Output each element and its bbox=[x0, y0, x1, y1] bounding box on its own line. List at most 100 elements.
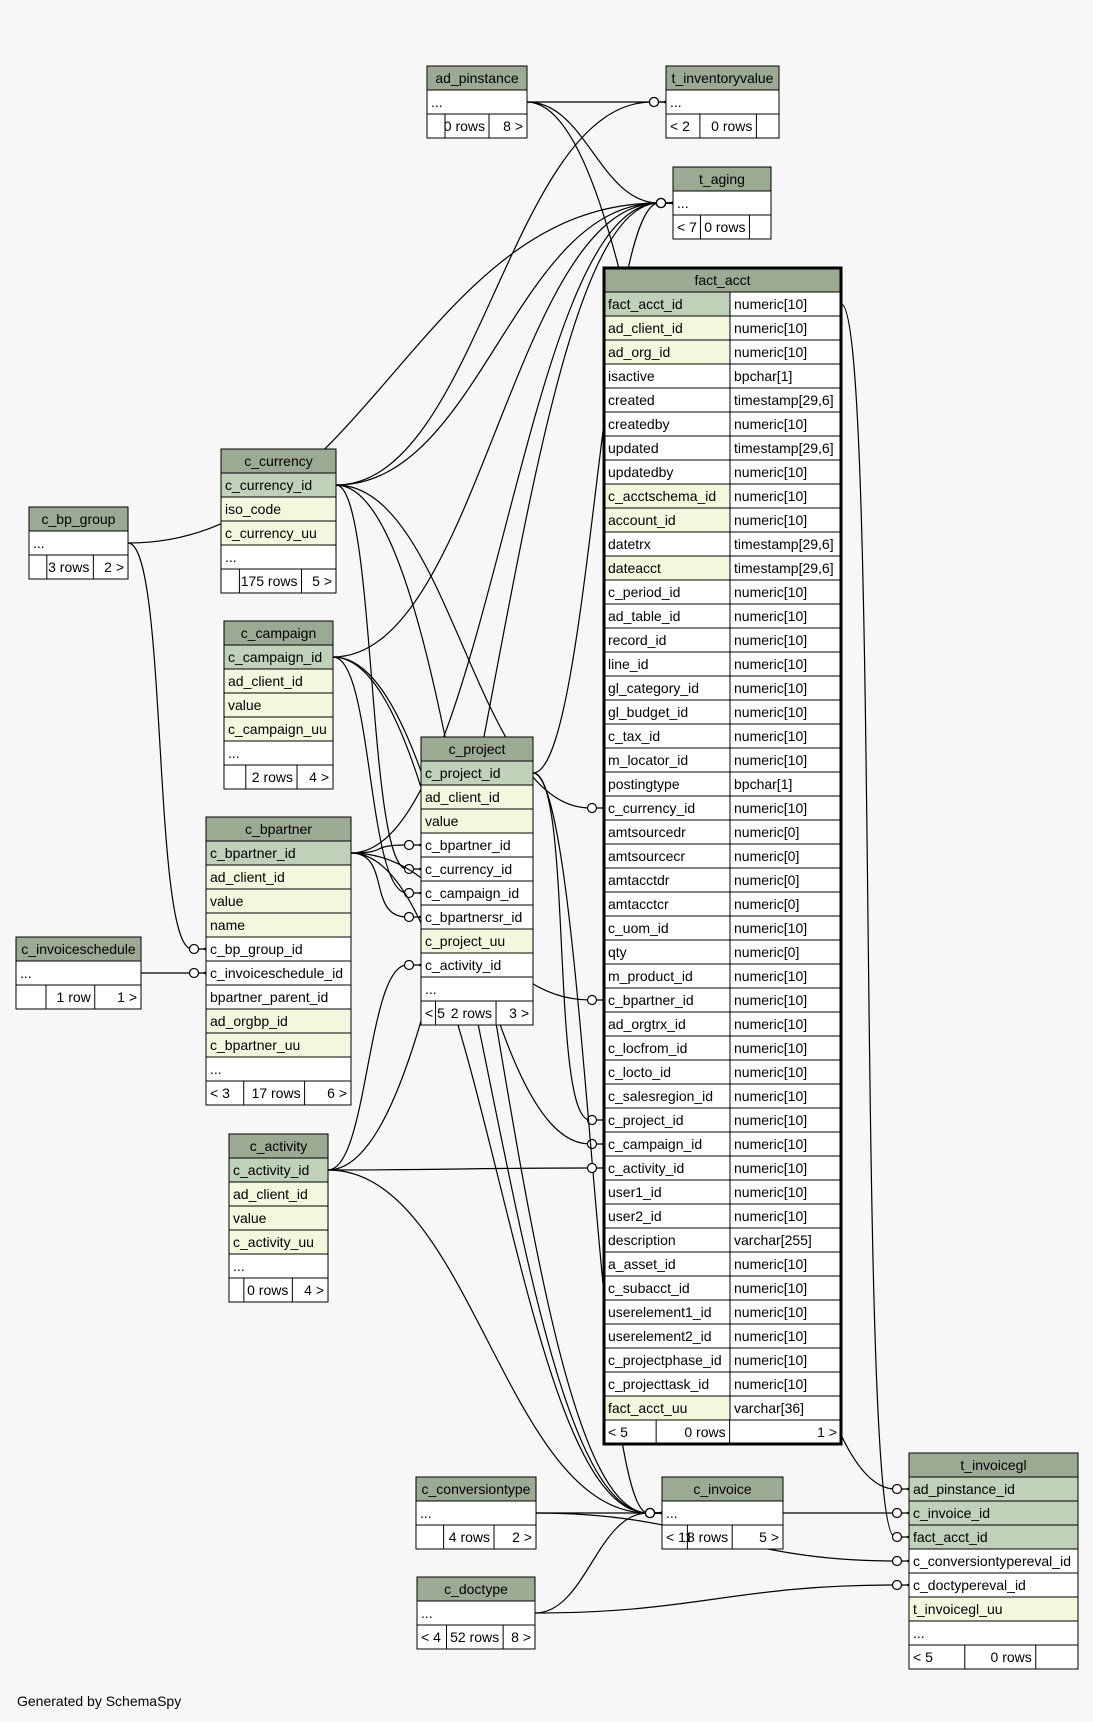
type-cell bbox=[729, 699, 842, 725]
column-name: c_bpartner_uu bbox=[210, 1037, 300, 1053]
footer-text: Generated by SchemaSpy bbox=[17, 1693, 182, 1709]
row-count: 175 rows bbox=[241, 573, 298, 589]
table-border bbox=[420, 736, 534, 1026]
column-name: ... bbox=[233, 1258, 245, 1274]
type-cell bbox=[729, 1083, 842, 1109]
column-cell bbox=[223, 740, 334, 766]
children-count: 8 > bbox=[511, 1629, 531, 1645]
column-name: ... bbox=[228, 745, 240, 761]
type-cell bbox=[729, 579, 842, 605]
column-type: numeric[10] bbox=[734, 1304, 807, 1320]
column-cell bbox=[205, 1008, 352, 1034]
type-cell bbox=[729, 891, 842, 917]
column-cell bbox=[420, 832, 534, 858]
column-name: c_campaign_uu bbox=[228, 721, 327, 737]
column-type: timestamp[29,6] bbox=[734, 440, 834, 456]
column-name: t_invoicegl_uu bbox=[913, 1601, 1003, 1617]
table-name: t_aging bbox=[699, 171, 745, 187]
column-name: ... bbox=[670, 94, 682, 110]
table-footer bbox=[603, 1419, 842, 1445]
column-cell bbox=[205, 888, 352, 914]
column-name: m_product_id bbox=[608, 968, 693, 984]
column-name: c_bpartner_id bbox=[608, 992, 694, 1008]
optional-marker bbox=[586, 1162, 598, 1174]
relationship-edge bbox=[532, 203, 672, 774]
parents-count: < 5 bbox=[608, 1424, 628, 1440]
column-type: numeric[10] bbox=[734, 488, 807, 504]
column-name: c_uom_id bbox=[608, 920, 669, 936]
column-name: c_currency_id bbox=[425, 861, 512, 877]
type-cell bbox=[729, 507, 842, 533]
table-border bbox=[220, 448, 337, 594]
column-type: numeric[10] bbox=[734, 1328, 807, 1344]
column-type: numeric[10] bbox=[734, 344, 807, 360]
row-count: 0 rows bbox=[684, 1424, 725, 1440]
table-c_currency[interactable]: c_currencyc_currency_idiso_codec_currenc… bbox=[220, 448, 337, 594]
column-name: ad_pinstance_id bbox=[913, 1481, 1015, 1497]
row-count: 0 rows bbox=[704, 219, 745, 235]
type-cell bbox=[729, 939, 842, 965]
table-c_bpartner[interactable]: c_bpartnerc_bpartner_idad_client_idvalue… bbox=[205, 816, 352, 1106]
parents-count: < 11 bbox=[666, 1529, 693, 1545]
column-name: ... bbox=[913, 1625, 925, 1641]
parents-count: < 4 bbox=[421, 1629, 441, 1645]
type-cell bbox=[729, 483, 842, 509]
column-name: c_project_uu bbox=[425, 933, 505, 949]
column-name: ... bbox=[677, 195, 689, 211]
table-footer bbox=[416, 1624, 536, 1650]
table-c_project[interactable]: c_projectc_project_idad_client_idvaluec_… bbox=[420, 736, 534, 1026]
column-cell bbox=[603, 843, 731, 869]
table-footer bbox=[28, 554, 129, 580]
type-cell bbox=[729, 1107, 842, 1133]
column-cell bbox=[603, 1275, 731, 1301]
column-type: numeric[10] bbox=[734, 1256, 807, 1272]
column-cell bbox=[665, 89, 780, 115]
table-c_campaign[interactable]: c_campaignc_campaign_idad_client_idvalue… bbox=[223, 620, 334, 790]
table-c_activity[interactable]: c_activityc_activity_idad_client_idvalue… bbox=[228, 1133, 329, 1303]
column-name: value bbox=[425, 813, 459, 829]
column-type: timestamp[29,6] bbox=[734, 536, 834, 552]
column-cell bbox=[908, 1620, 1079, 1646]
column-name: ad_table_id bbox=[608, 608, 680, 624]
table-border bbox=[908, 1452, 1079, 1670]
column-type: varchar[255] bbox=[734, 1232, 812, 1248]
column-name: c_conversiontypereval_id bbox=[913, 1553, 1071, 1569]
column-name: record_id bbox=[608, 632, 666, 648]
children-count: 3 > bbox=[509, 1005, 529, 1021]
relationship-edges bbox=[127, 98, 908, 1614]
table-border bbox=[223, 620, 334, 790]
column-name: c_locfrom_id bbox=[608, 1040, 687, 1056]
column-name: amtsourcedr bbox=[608, 824, 686, 840]
column-type: bpchar[1] bbox=[734, 368, 792, 384]
optional-marker bbox=[188, 967, 200, 979]
column-name: ad_client_id bbox=[233, 1186, 308, 1202]
column-type: numeric[10] bbox=[734, 1160, 807, 1176]
relationship-edge bbox=[840, 303, 908, 1537]
column-name: ... bbox=[225, 549, 237, 565]
table-t_invoicegl[interactable]: t_invoiceglad_pinstance_idc_invoice_idfa… bbox=[908, 1452, 1079, 1670]
type-cell bbox=[729, 675, 842, 701]
column-cell bbox=[603, 891, 731, 917]
table-name: c_invoice bbox=[693, 1481, 752, 1497]
relationship-edge bbox=[526, 101, 672, 203]
column-cell bbox=[603, 1347, 731, 1373]
column-type: numeric[0] bbox=[734, 848, 799, 864]
column-name: ... bbox=[431, 94, 443, 110]
column-name: ... bbox=[425, 981, 437, 997]
column-type: numeric[10] bbox=[734, 800, 807, 816]
type-cell bbox=[729, 1155, 842, 1181]
column-name: gl_category_id bbox=[608, 680, 699, 696]
optional-marker bbox=[891, 1483, 903, 1495]
column-cell bbox=[603, 699, 731, 725]
table-name: t_invoicegl bbox=[960, 1457, 1026, 1473]
column-name: c_tax_id bbox=[608, 728, 660, 744]
